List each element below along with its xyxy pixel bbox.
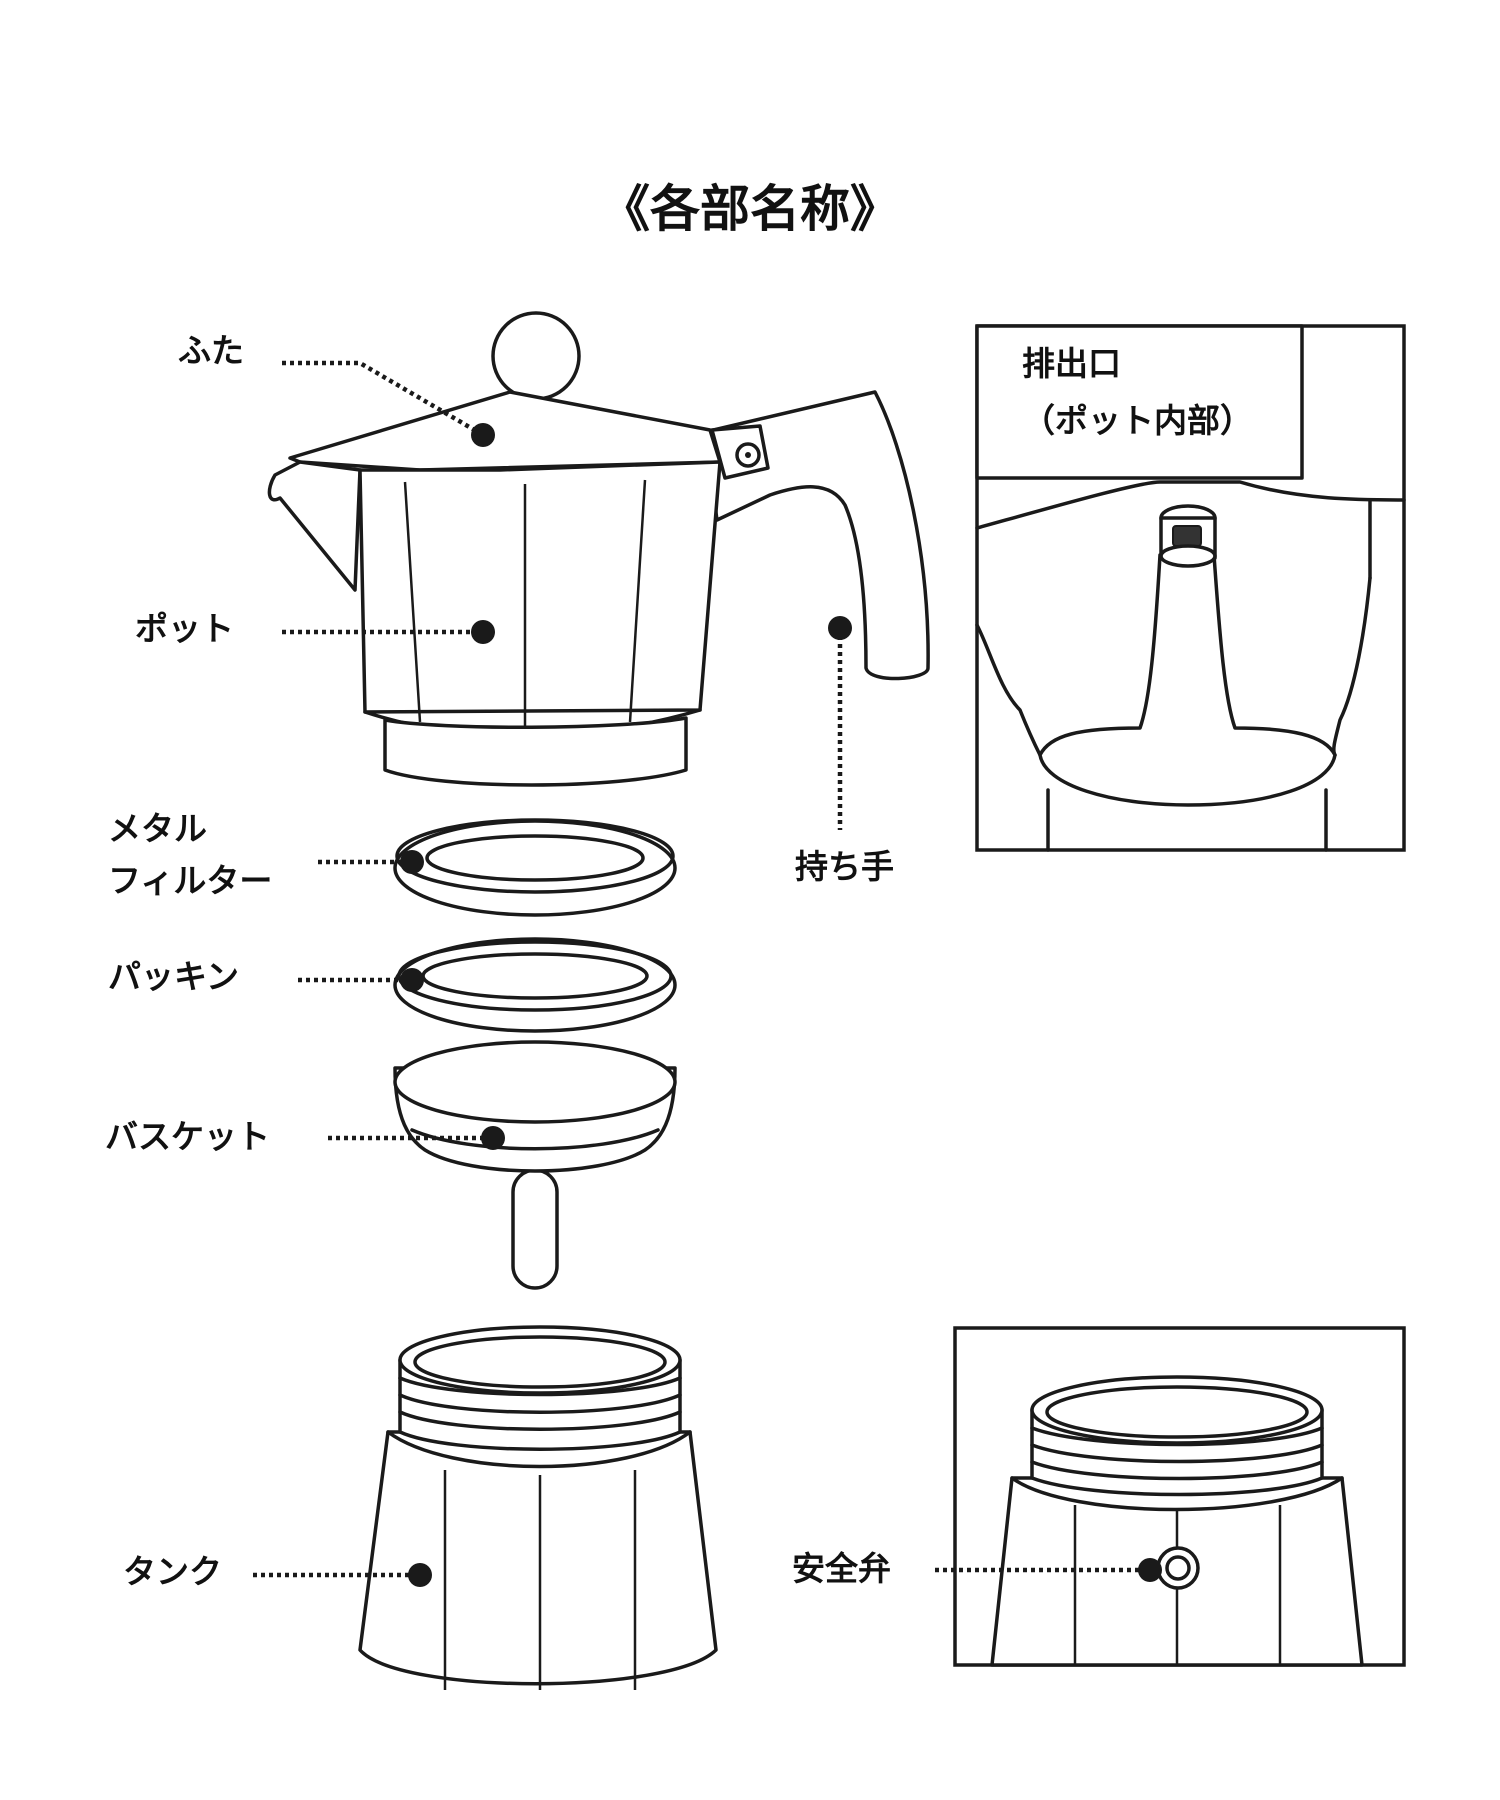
label-gasket: パッキン xyxy=(108,957,239,996)
lid-dot xyxy=(471,423,495,447)
gasket-dot xyxy=(400,968,424,992)
basket-dot xyxy=(481,1126,505,1150)
label-safety-valve: 安全弁 xyxy=(792,1549,891,1588)
tank-dot xyxy=(408,1563,432,1587)
lid-leader xyxy=(282,360,485,437)
safety-valve-inset xyxy=(953,1326,1406,1667)
metal-filter-dot xyxy=(400,850,424,874)
label-lid: ふた xyxy=(178,331,244,370)
basket-illustration xyxy=(393,1040,677,1290)
pot-dot xyxy=(471,620,495,644)
pot-illustration xyxy=(267,311,930,787)
label-handle: 持ち手 xyxy=(795,847,894,886)
label-metal-filter-line2: フィルター xyxy=(108,861,272,900)
outlet-inset-subtitle: （ポット内部） xyxy=(1022,401,1253,440)
outlet-inset-title: 排出口 xyxy=(1022,344,1121,383)
label-pot: ポット xyxy=(135,609,234,648)
label-tank: タンク xyxy=(123,1552,222,1591)
gasket-illustration xyxy=(393,937,677,1033)
label-metal-filter-line1: メタル xyxy=(108,809,207,848)
label-basket: バスケット xyxy=(105,1117,270,1156)
tank-illustration xyxy=(358,1325,718,1690)
diagram-title: 《各部名称》 xyxy=(600,180,900,238)
safety-valve-dot xyxy=(1138,1558,1162,1582)
outlet-inset: 排出口 （ポット内部） xyxy=(975,324,1406,852)
handle-dot xyxy=(828,616,852,640)
metal-filter-illustration xyxy=(393,818,677,917)
